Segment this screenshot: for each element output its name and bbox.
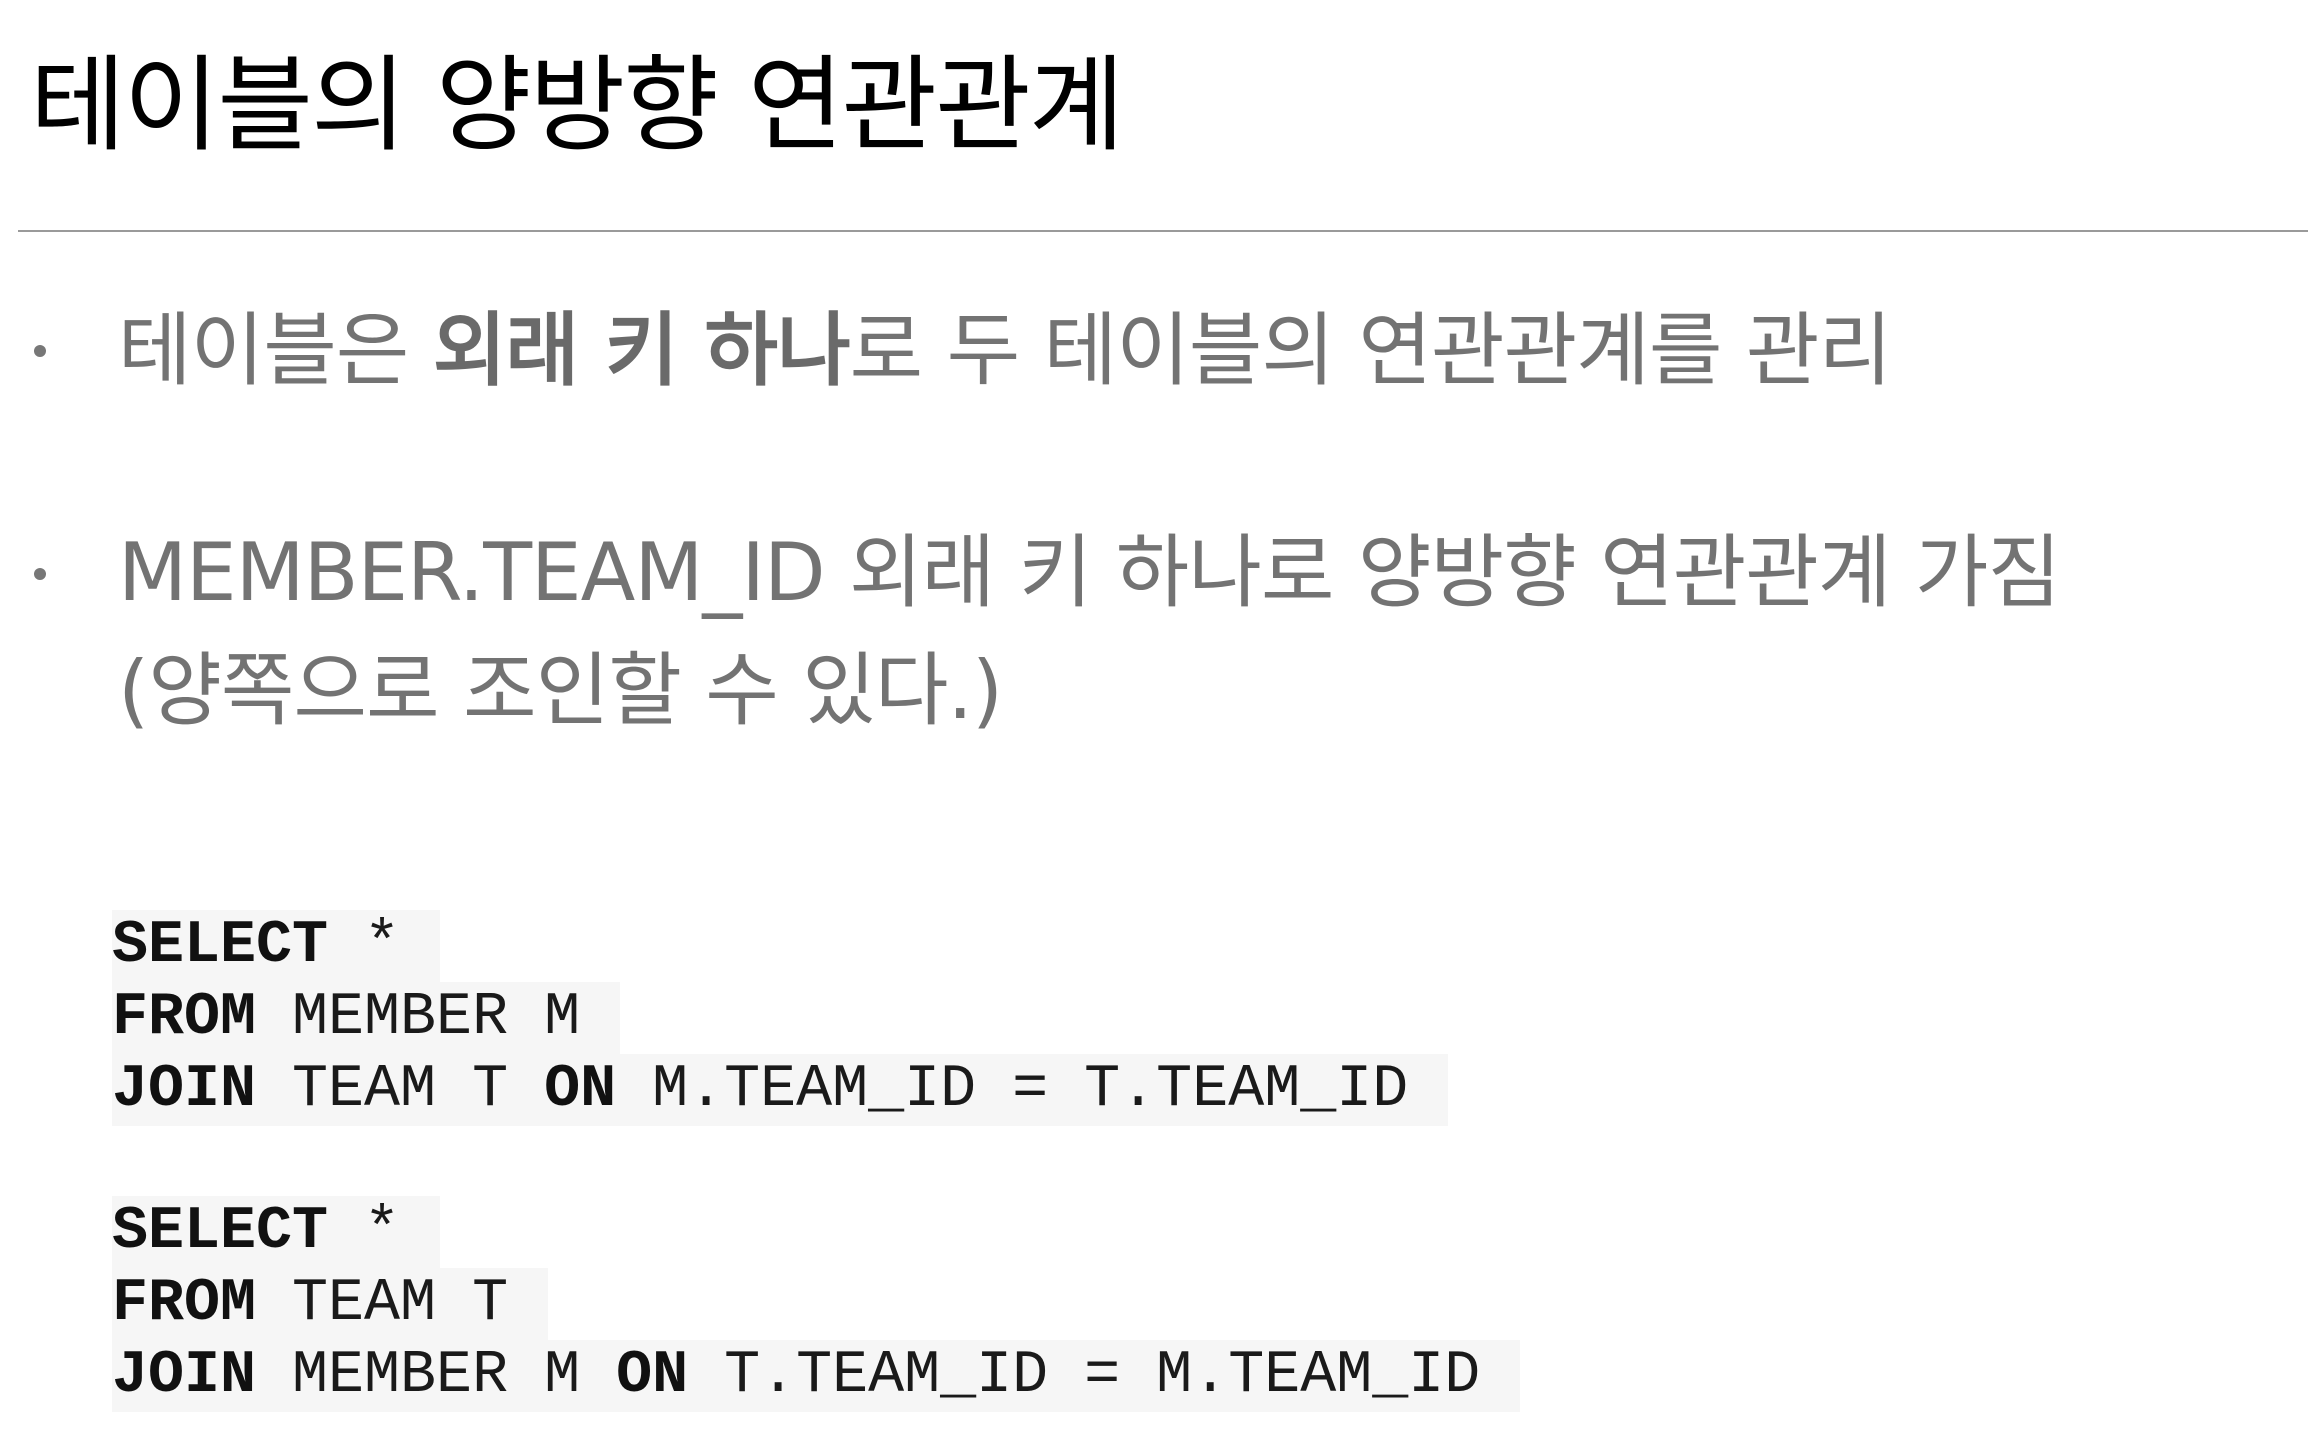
sql-text: T.TEAM_ID = M.TEAM_ID (688, 1342, 1481, 1410)
code-line: FROM MEMBER M (112, 982, 1448, 1054)
code-line-highlight: JOIN TEAM T ON M.TEAM_ID = T.TEAM_ID (112, 1054, 1449, 1126)
sql-keyword: JOIN (112, 1056, 257, 1124)
sql-text: TEAM T (256, 1056, 545, 1124)
code-line-highlight: SELECT * (112, 1196, 441, 1268)
sql-keyword: SELECT (112, 912, 329, 980)
bullet-text-line-2: (양쪽으로 조인할 수 있다.) (118, 644, 1003, 737)
code-line: SELECT * (112, 910, 1448, 982)
sql-text: * (328, 912, 401, 980)
sql-keyword: ON (616, 1342, 689, 1410)
bullet-text-pre: 테이블은 (118, 304, 433, 397)
bullet-dot (34, 345, 46, 357)
bullet-text: 테이블은 외래 키 하나로 두 테이블의 연관관계를 관리 (118, 292, 1893, 410)
title-divider (18, 230, 2308, 232)
sql-text: MEMBER M (256, 1342, 617, 1410)
bullet-text-post: 로 두 테이블의 연관관계를 관리 (849, 304, 1893, 397)
code-line-highlight: SELECT * (112, 910, 441, 982)
code-line: JOIN TEAM T ON M.TEAM_ID = T.TEAM_ID (112, 1054, 1449, 1126)
sql-text: MEMBER M (256, 984, 581, 1052)
sql-text: TEAM T (256, 1270, 509, 1338)
bullet-dot (34, 568, 46, 580)
sql-keyword: JOIN (112, 1342, 257, 1410)
sql-text: * (328, 1198, 401, 1266)
code-line-highlight: JOIN MEMBER M ON T.TEAM_ID = M.TEAM_ID (112, 1340, 1521, 1412)
code-line: SELECT * (112, 1196, 1520, 1268)
slide-title: 테이블의 양방향 연관관계 (30, 44, 1125, 166)
code-line: JOIN MEMBER M ON T.TEAM_ID = M.TEAM_ID (112, 1340, 1521, 1412)
bullet-text-line-1: MEMBER.TEAM_ID 외래 키 하나로 양방향 연관관계 가짐 (118, 526, 2061, 619)
code-line-highlight: FROM MEMBER M (112, 982, 621, 1054)
bullet-text-bold: 외래 키 하나 (432, 304, 851, 397)
code-line: FROM TEAM T (112, 1268, 1520, 1340)
sql-text: M.TEAM_ID = T.TEAM_ID (616, 1056, 1409, 1124)
sql-keyword: ON (544, 1056, 617, 1124)
sql-keyword: FROM (112, 1270, 257, 1338)
code-line-highlight: FROM TEAM T (112, 1268, 549, 1340)
sql-keyword: SELECT (112, 1198, 329, 1266)
sql-keyword: FROM (112, 984, 257, 1052)
